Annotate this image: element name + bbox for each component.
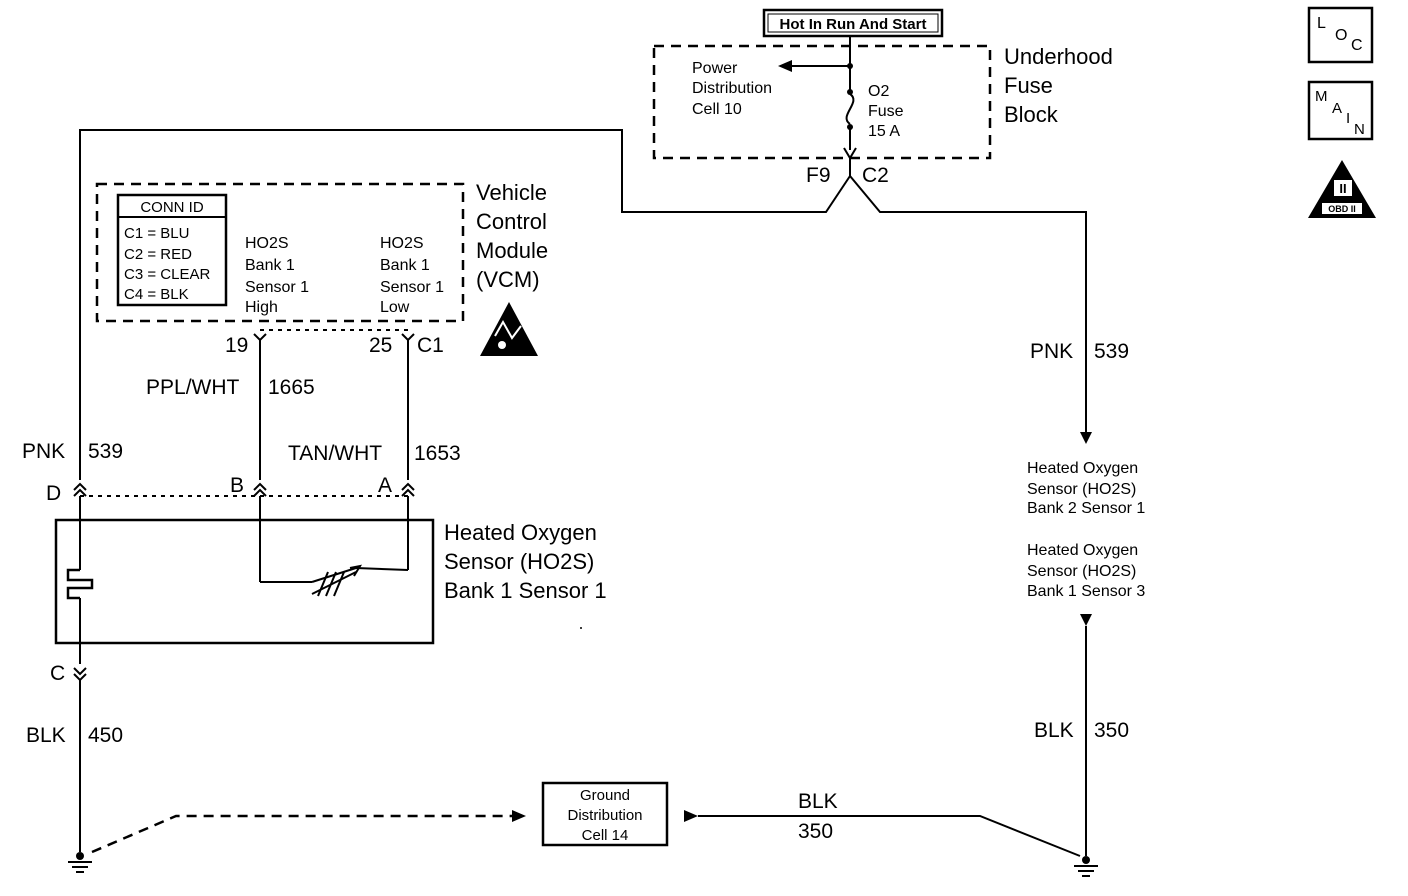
vcm-low-line-4: Low (380, 299, 410, 316)
pin-c-connector (73, 667, 87, 682)
wire-label-539-left: 539 (88, 440, 123, 463)
right-sensor-1-line-3: Bank 2 Sensor 1 (1027, 500, 1145, 517)
pin-c: C (50, 662, 65, 685)
wire-pnk-539-right (849, 175, 1087, 432)
vcm-high-line-2: Bank 1 (245, 257, 295, 274)
wire-label-pnk-left: PNK (22, 440, 65, 463)
right-sensor-2-line-2: Sensor (HO2S) (1027, 563, 1136, 580)
vcm-low-line-3: Sensor 1 (380, 279, 444, 296)
vcm-low-line-1: HO2S (380, 235, 424, 252)
loc-letter-o: O (1335, 27, 1347, 44)
arrow-left-icon (778, 60, 792, 72)
fuse-icon (845, 93, 855, 125)
right-sensor-2-line-3: Bank 1 Sensor 3 (1027, 583, 1145, 600)
vcm-pin-19: 19 (225, 334, 248, 357)
sensor-title-3: Bank 1 Sensor 1 (444, 578, 607, 603)
loc-icon[interactable]: L O C (1307, 6, 1374, 64)
wire-label-1653: 1653 (414, 442, 461, 465)
sensor-connector: D B A (46, 474, 415, 505)
wire-label-blk-right: BLK (1034, 719, 1074, 742)
wire-label-tan-wht: TAN/WHT (288, 442, 382, 465)
pin-d: D (46, 482, 61, 505)
ground-dashed-link (91, 814, 512, 854)
right-sensor-1-line-1: Heated Oxygen (1027, 460, 1138, 477)
vcm-high-line-1: HO2S (245, 235, 289, 252)
power-distribution-line-2: Distribution (692, 80, 772, 97)
power-source: Hot In Run And Start (762, 8, 944, 38)
conn-id-header: CONN ID (140, 199, 204, 216)
heater-element-icon (66, 568, 94, 600)
vcm-title-3: Module (476, 238, 548, 263)
loc-letter-c: C (1351, 37, 1363, 54)
fuse-block-title-1: Underhood (1004, 44, 1113, 69)
connector-f9: F9 (806, 164, 831, 187)
wire-label-blk-left: BLK (26, 724, 66, 747)
fuse-block-title-3: Block (1004, 102, 1059, 127)
obd-ii-icon[interactable]: II OBD II (1308, 160, 1376, 218)
wire-label-1665: 1665 (268, 376, 315, 399)
wire-label-350-bottom: 350 (798, 820, 833, 843)
arrow-down-icon (1080, 432, 1092, 444)
sensor-title-1: Heated Oxygen (444, 520, 597, 545)
right-sensor-1-line-2: Sensor (HO2S) (1027, 481, 1136, 498)
wire-blk-350-bottom (698, 815, 1081, 857)
fuse-block-title-2: Fuse (1004, 73, 1053, 98)
wire-label-350-right: 350 (1094, 719, 1129, 742)
connector-c2: C2 (862, 164, 889, 187)
vcm-connector-c1: C1 (417, 334, 444, 357)
wire-label-450: 450 (88, 724, 123, 747)
underhood-fuse-block: Underhood Fuse Block Power Distribution … (652, 36, 1113, 187)
wire-label-ppl-wht: PPL/WHT (146, 376, 240, 399)
main-letter-a: A (1332, 100, 1342, 117)
right-sensor-2-line-1: Heated Oxygen (1027, 542, 1138, 559)
conn-id-row-c4: C4 = BLK (124, 286, 189, 303)
vcm-title-1: Vehicle (476, 180, 547, 205)
conn-id-row-c2: C2 = RED (124, 246, 192, 263)
ho2s-bank1-sensor1: Heated Oxygen Sensor (HO2S) Bank 1 Senso… (54, 496, 607, 664)
conn-id-row-c3: C3 = CLEAR (124, 266, 210, 283)
ground-left-icon (68, 852, 92, 873)
main-icon[interactable]: M A I N (1307, 80, 1374, 141)
power-source-label: Hot In Run And Start (780, 16, 927, 33)
vcm: Vehicle Control Module (VCM) CONN ID C1 … (95, 180, 548, 357)
conn-id-row-c1: C1 = BLU (124, 225, 189, 242)
ground-line-1: Ground (580, 787, 630, 804)
ground-right-icon (1074, 856, 1098, 877)
vcm-high-line-3: Sensor 1 (245, 279, 309, 296)
wire-pnk-539-left (79, 129, 851, 480)
arrow-down-icon (1080, 614, 1092, 626)
arrow-right-icon (684, 810, 698, 822)
sensor-title-2: Sensor (HO2S) (444, 549, 594, 574)
vcm-pin-25: 25 (369, 334, 392, 357)
power-distribution-line-1: Power (692, 60, 738, 77)
wire-label-539-right: 539 (1094, 340, 1129, 363)
fuse-line-1: O2 (868, 83, 889, 100)
ground-line-3: Cell 14 (582, 827, 629, 844)
loc-letter-l: L (1317, 15, 1326, 32)
main-letter-m: M (1315, 88, 1328, 105)
variable-resistor-icon (311, 564, 363, 597)
obd-numeral: II (1339, 181, 1346, 196)
obd-label: OBD II (1328, 204, 1356, 214)
fuse-line-2: Fuse (868, 103, 904, 120)
power-distribution-line-3: Cell 10 (692, 101, 742, 118)
fuse-line-3: 15 A (868, 123, 900, 140)
vcm-low-line-2: Bank 1 (380, 257, 430, 274)
wire-label-pnk-right: PNK (1030, 340, 1073, 363)
vcm-title-2: Control (476, 209, 547, 234)
esd-warning-icon (480, 302, 538, 356)
main-letter-i: I (1346, 110, 1350, 127)
wire-label-blk-bottom: BLK (798, 790, 838, 813)
pin-b: B (230, 474, 244, 497)
arrow-right-icon (512, 810, 526, 822)
vcm-title-4: (VCM) (476, 267, 540, 292)
main-letter-n: N (1354, 121, 1365, 138)
ground-line-2: Distribution (567, 807, 642, 824)
ground-distribution: Ground Distribution Cell 14 (541, 781, 669, 847)
pin-a: A (378, 474, 392, 497)
vcm-high-line-4: High (245, 299, 278, 316)
